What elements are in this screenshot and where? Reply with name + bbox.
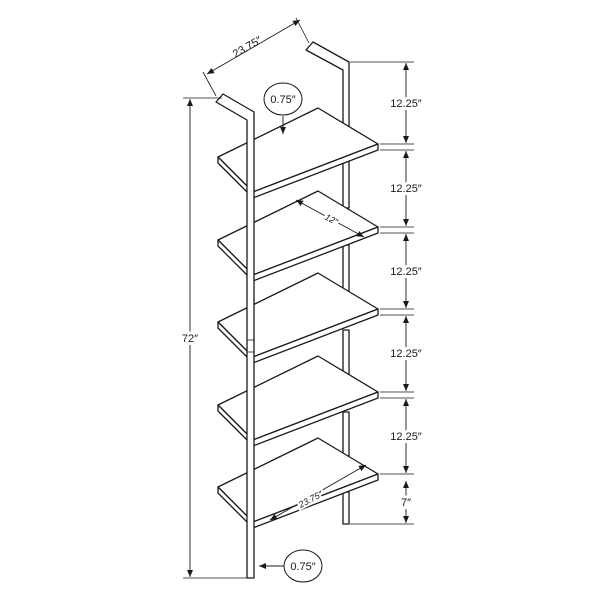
gap-3-label: 12.25″: [390, 266, 422, 278]
shelf-2: [217, 190, 379, 282]
callout-shelf-thickness-bottom: 0.75″: [259, 549, 323, 583]
shelves: [217, 107, 379, 529]
dimension-total-height: 72″: [179, 97, 254, 579]
bottom-gap-label: 7″: [401, 497, 411, 509]
callout-shelf-thickness-top: 0.75″: [263, 82, 303, 134]
shelf-thickness-top-label: 0.75″: [270, 94, 295, 106]
gap-2-label: 12.25″: [390, 183, 422, 195]
shelf-4: [217, 355, 379, 447]
total-height-label: 72″: [182, 333, 198, 345]
shelf-3: [217, 272, 379, 364]
callout-circle-icon: [283, 549, 323, 583]
gap-4-label: 12.25″: [390, 348, 422, 360]
shelf-5: [217, 437, 379, 529]
top-width-label: 23.75″: [231, 34, 264, 60]
callout-circle-icon: [263, 82, 303, 116]
gap-1-label: 12.25″: [390, 98, 422, 110]
gap-5-label: 12.25″: [390, 431, 422, 443]
shelf-1: [217, 107, 379, 199]
shelf-thickness-bottom-label: 0.75″: [290, 561, 315, 573]
dimension-gaps: 12.25″ 12.25″ 12.25″ 12.25″ 12.25″ 7″: [350, 61, 425, 525]
dimension-top-width: 23.75″: [202, 17, 310, 97]
